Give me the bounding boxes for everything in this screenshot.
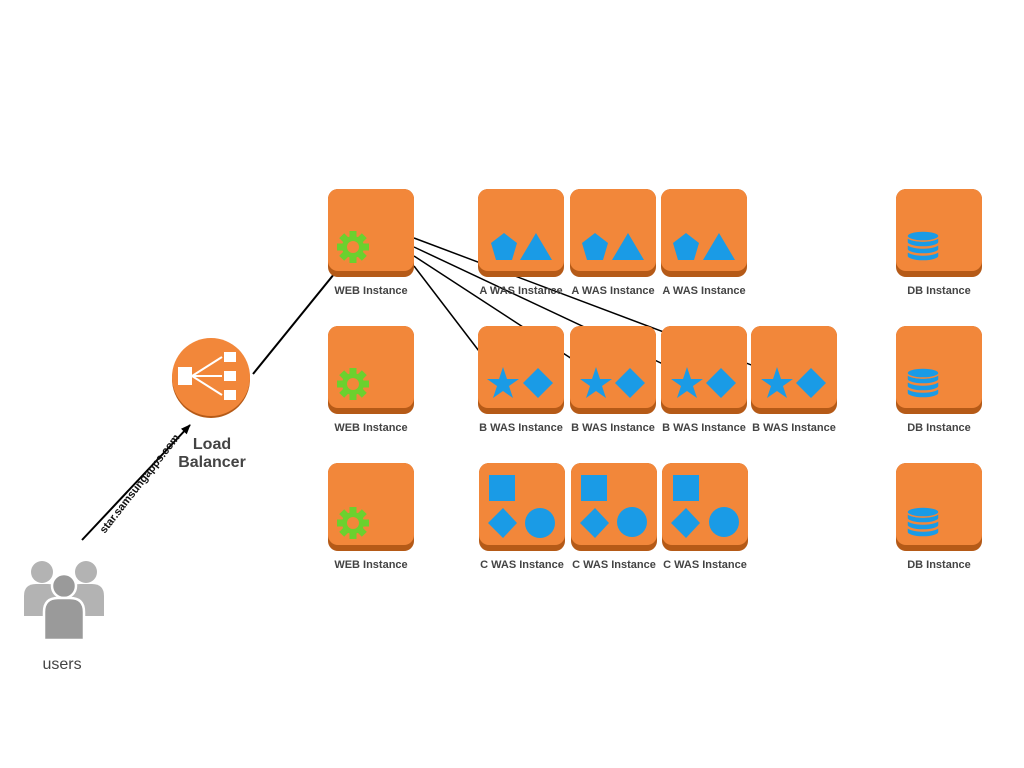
- square-diamond-circle-icon: [580, 475, 647, 538]
- a-was-instance-label: A WAS Instance: [479, 285, 563, 297]
- web-instance-label: WEB Instance: [334, 422, 408, 434]
- b-was-instance-label: B WAS Instance: [752, 422, 836, 434]
- b-was-instance-label: B WAS Instance: [571, 422, 655, 434]
- c-was-instance-2[interactable]: [571, 463, 657, 551]
- users-label: users: [42, 656, 82, 673]
- load-balancer-icon[interactable]: [170, 337, 252, 419]
- square-diamond-circle-icon: [488, 475, 555, 538]
- star-diamond-icon: [580, 367, 645, 398]
- a-was-instance-3[interactable]: [661, 189, 747, 277]
- a-was-instance-label: A WAS Instance: [571, 285, 655, 297]
- load-balancer-label-line1: Load: [192, 436, 232, 453]
- square-diamond-circle-icon: [671, 475, 739, 538]
- pentagon-triangle-icon: [491, 233, 552, 260]
- b-was-instance-3[interactable]: [661, 326, 747, 414]
- db-instance-3[interactable]: [896, 463, 982, 551]
- arrow-lb-to-web: [252, 262, 344, 375]
- star-diamond-icon: [671, 367, 736, 398]
- database-icon: [906, 367, 940, 399]
- c-was-instance-3[interactable]: [662, 463, 748, 551]
- pentagon-triangle-icon: [673, 233, 735, 260]
- c-was-instance-label: C WAS Instance: [480, 559, 564, 571]
- web-instance-2[interactable]: [328, 326, 414, 414]
- web-instance-1[interactable]: [328, 189, 414, 277]
- db-instance-label: DB Instance: [907, 422, 971, 434]
- b-was-instance-1[interactable]: [478, 326, 564, 414]
- db-instance-1[interactable]: [896, 189, 982, 277]
- db-instance-label: DB Instance: [907, 285, 971, 297]
- web-instance-3[interactable]: [328, 463, 414, 551]
- b-was-instance-label: B WAS Instance: [479, 422, 563, 434]
- b-was-instance-2[interactable]: [570, 326, 656, 414]
- web-instance-label: WEB Instance: [334, 559, 408, 571]
- b-was-instance-label: B WAS Instance: [662, 422, 746, 434]
- a-was-instance-1[interactable]: [478, 189, 564, 277]
- load-balancer-label: Load Balancer: [162, 436, 262, 472]
- star-diamond-icon: [761, 367, 826, 398]
- a-was-instance-2[interactable]: [570, 189, 656, 277]
- database-icon: [906, 230, 940, 262]
- arrow-users-to-lb: [81, 424, 191, 541]
- gear-icon: [337, 368, 369, 400]
- star-diamond-icon: [487, 367, 553, 398]
- c-was-instance-1[interactable]: [479, 463, 565, 551]
- b-was-instance-4[interactable]: [751, 326, 837, 414]
- load-balancer-label-line2: Balancer: [178, 454, 246, 471]
- a-was-instance-label: A WAS Instance: [662, 285, 746, 297]
- pentagon-triangle-icon: [582, 233, 644, 260]
- db-instance-2[interactable]: [896, 326, 982, 414]
- web-instance-label: WEB Instance: [334, 285, 408, 297]
- database-icon: [906, 506, 940, 538]
- users-icon: [24, 561, 104, 642]
- c-was-instance-label: C WAS Instance: [572, 559, 656, 571]
- gear-icon: [337, 231, 369, 263]
- gear-icon: [337, 507, 369, 539]
- c-was-instance-label: C WAS Instance: [663, 559, 747, 571]
- db-instance-label: DB Instance: [907, 559, 971, 571]
